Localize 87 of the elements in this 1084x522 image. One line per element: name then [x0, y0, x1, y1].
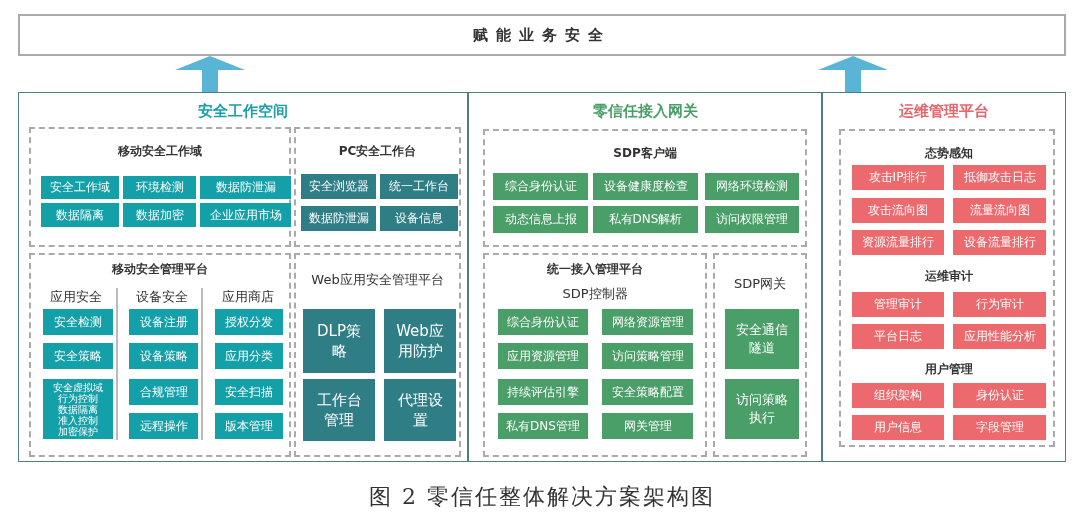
group-title: PC安全工作台 — [337, 143, 418, 159]
section-title: 运维审计 — [924, 268, 974, 284]
feature-box: 应用资源管理 — [498, 343, 588, 369]
feature-box: 抵御攻击日志 — [953, 165, 1046, 190]
feature-box: 安全浏览器 — [301, 174, 376, 199]
feature-box: 安全虚拟域 行为控制 数据隔离 准入控制 加密保护 — [43, 379, 113, 439]
feature-box: 合规管理 — [129, 379, 198, 405]
feature-box: 网络环境检测 — [705, 173, 799, 200]
block-arrow — [175, 56, 245, 92]
feature-box: 访问策略执行 — [725, 379, 799, 439]
group-frame — [29, 253, 291, 457]
feature-box: 环境检测 — [123, 176, 196, 199]
feature-box: 数据隔离 — [41, 203, 119, 227]
feature-box: 访问权限管理 — [705, 206, 799, 233]
feature-box: 持续评估引擎 — [498, 379, 588, 405]
feature-box: 私有DNS管理 — [498, 413, 588, 439]
feature-box: 访问策略管理 — [602, 343, 693, 369]
feature-box: 企业应用市场 — [200, 203, 291, 227]
panel-title: 安全工作空间 — [197, 101, 289, 121]
feature-box: 攻击IP排行 — [852, 165, 944, 190]
panel — [18, 92, 468, 462]
section-title: 设备安全 — [134, 287, 189, 305]
feature-box: 流量流向图 — [953, 198, 1046, 223]
section-title: 应用商店 — [221, 287, 275, 305]
feature-box: 用户信息 — [852, 415, 944, 440]
panel — [822, 92, 1066, 462]
feature-box: 授权分发 — [215, 309, 283, 335]
group-frame — [29, 127, 291, 247]
block-arrow — [818, 56, 888, 92]
feature-box: 工作台管理 — [303, 379, 375, 441]
group-title: SDP网关 — [732, 274, 788, 292]
feature-box: 身份认证 — [953, 383, 1046, 408]
feature-box: 统一工作台 — [380, 174, 458, 199]
panel-title: 运维管理平台 — [898, 101, 990, 121]
feature-box: 字段管理 — [953, 415, 1046, 440]
panel-title: 零信任接入网关 — [591, 101, 699, 121]
feature-box: 数据防泄漏 — [301, 206, 376, 231]
group-title: Web应用安全管理平台 — [310, 270, 445, 288]
feature-box: 综合身份认证 — [498, 309, 588, 335]
feature-box: 行为审计 — [953, 292, 1046, 317]
feature-box: 远程操作 — [129, 413, 198, 439]
group-frame — [713, 253, 807, 457]
feature-box: 应用分类 — [215, 343, 283, 369]
feature-box: 设备健康度检查 — [593, 173, 698, 200]
feature-box: 私有DNS解析 — [593, 206, 698, 233]
group-frame — [483, 129, 807, 247]
feature-box: 设备策略 — [129, 343, 198, 369]
section-title: 用户管理 — [924, 361, 974, 377]
feature-box: 设备注册 — [129, 309, 198, 335]
group-title: 移动安全管理平台 — [111, 261, 209, 277]
group-title: 移动安全工作域 — [117, 143, 203, 159]
feature-box: 网关管理 — [602, 413, 693, 439]
banner-box: 赋能业务安全 — [18, 14, 1066, 56]
group-frame — [839, 129, 1055, 447]
feature-box: 设备信息 — [380, 206, 458, 231]
feature-box: 安全策略 — [43, 343, 113, 369]
feature-box: 安全通信隧道 — [725, 309, 799, 369]
feature-box: 版本管理 — [215, 413, 283, 439]
group-frame — [294, 127, 461, 247]
group-title: 统一接入管理平台 — [546, 261, 644, 277]
feature-box: DLP策略 — [303, 309, 375, 373]
feature-box: 平台日志 — [852, 324, 944, 349]
feature-box: 安全检测 — [43, 309, 113, 335]
feature-box: 攻击流向图 — [852, 198, 944, 223]
feature-box: 资源流量排行 — [852, 230, 944, 255]
feature-box: 网络资源管理 — [602, 309, 693, 335]
feature-box: 代理设置 — [384, 379, 456, 441]
group-frame — [483, 253, 707, 457]
group-title: SDP控制器 — [561, 284, 629, 302]
feature-box: 管理审计 — [852, 292, 944, 317]
section-title: 态势感知 — [923, 145, 974, 161]
feature-box: 安全扫描 — [215, 379, 283, 405]
feature-box: 安全策略配置 — [602, 379, 693, 405]
feature-box: 综合身份认证 — [493, 173, 588, 200]
feature-box: 安全工作域 — [41, 176, 119, 199]
figure-caption: 图 2 零信任整体解决方案架构图 — [369, 483, 715, 511]
group-title: SDP客户端 — [612, 145, 678, 161]
feature-box: 应用性能分析 — [953, 324, 1046, 349]
feature-box: 设备流量排行 — [953, 230, 1046, 255]
feature-box: 动态信息上报 — [493, 206, 588, 233]
feature-box: Web应用防护 — [384, 309, 456, 373]
feature-box: 组织架构 — [852, 383, 944, 408]
feature-box: 数据加密 — [123, 203, 196, 227]
feature-box: 数据防泄漏 — [200, 176, 291, 199]
section-title: 应用安全 — [48, 287, 103, 305]
panel — [468, 92, 822, 462]
group-frame — [294, 253, 461, 457]
